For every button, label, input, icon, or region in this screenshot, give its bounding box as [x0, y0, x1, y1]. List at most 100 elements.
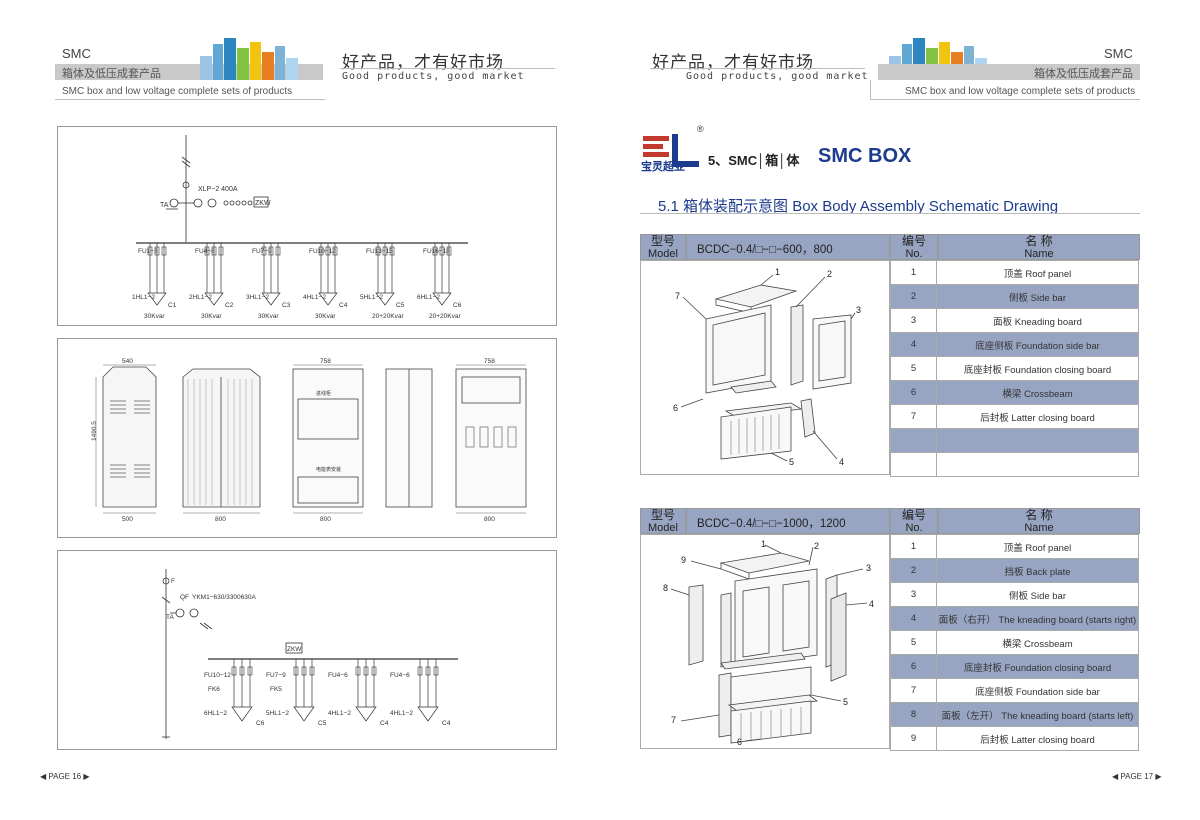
- part-name: 底座封板 Foundation closing board: [936, 356, 1139, 381]
- right-header-bracket: [870, 80, 1140, 100]
- part-number: [890, 452, 937, 477]
- c1-kvar-label: 30Kvar: [258, 313, 279, 320]
- section-title-cn: 5、SMC│箱│体: [708, 153, 800, 168]
- c1-cap-label: C1: [168, 302, 177, 309]
- callout-3: 3: [856, 305, 861, 315]
- t1-model-value-bg: [686, 234, 890, 260]
- c2-cap-label: C5: [318, 720, 327, 727]
- part-number: 7: [890, 404, 937, 429]
- part-number: 3: [890, 308, 937, 333]
- right-slogan-line: [650, 68, 865, 69]
- part-name: 侧板 Side bar: [936, 284, 1139, 309]
- dim-w3: 800: [215, 516, 226, 523]
- callout-3: 3: [866, 563, 871, 573]
- c1-switch: XLP−2 400A: [198, 186, 238, 193]
- part-name: 面板（右开） The kneading board (starts right): [936, 606, 1139, 631]
- part-name: [936, 428, 1139, 453]
- dim-w6: 758: [484, 358, 495, 365]
- c2-fu-label: FU4−6: [328, 672, 348, 679]
- part-name: [936, 452, 1139, 477]
- right-slogan-cn: 好产品，才有好市场: [652, 53, 814, 73]
- left-slogan-en: Good products, good market: [342, 71, 525, 82]
- callout-8: 8: [663, 583, 668, 593]
- dim-w1: 540: [122, 358, 133, 365]
- left-slogan-cn: 好产品，才有好市场: [342, 53, 504, 73]
- right-header-band: [878, 64, 1140, 80]
- left-header-bracket: [55, 80, 325, 100]
- c1-fu-label: FU1−3: [138, 248, 158, 255]
- callout-7: 7: [675, 291, 680, 301]
- right-sub-cn: 箱体及低压成套产品: [1034, 68, 1133, 80]
- part-number: 5: [890, 356, 937, 381]
- c2-cap-label: C4: [442, 720, 451, 727]
- c1-fu-label: FU13−15: [366, 248, 393, 255]
- dim-w7: 800: [484, 516, 495, 523]
- c2-cap-label: C6: [256, 720, 265, 727]
- left-slogan-line: [340, 68, 555, 69]
- part-number: 2: [890, 558, 937, 583]
- table-row: [890, 452, 1139, 477]
- left-sub-en: SMC box and low voltage complete sets of…: [62, 86, 293, 97]
- right-brand: SMC: [1104, 46, 1133, 61]
- dim-w4: 758: [320, 358, 331, 365]
- c1-kvar-label: 20+20Kvar: [429, 313, 461, 320]
- c2-cap-label: C4: [380, 720, 389, 727]
- c2-hl-label: 4HL1−2: [328, 710, 351, 717]
- part-number: 4: [890, 606, 937, 631]
- right-sub-en: SMC box and low voltage complete sets of…: [905, 86, 1136, 97]
- callout-5: 5: [789, 457, 794, 467]
- page-number-left: ◀ PAGE 16 ▶: [40, 772, 90, 781]
- c1-hl-label: 3HL1−2: [246, 294, 269, 301]
- c2-switch: YKM1−630/3300630A: [192, 594, 256, 601]
- part-number: 2: [890, 284, 937, 309]
- part-number: 3: [890, 582, 937, 607]
- t2-model-value: BCDC−0.4/□−□−1000，1200: [697, 518, 846, 530]
- callout-6: 6: [737, 737, 742, 747]
- registered-mark: ®: [697, 124, 704, 134]
- c1-cap-label: C3: [282, 302, 291, 309]
- callout-7: 7: [671, 715, 676, 725]
- c1-hl-label: 4HL1−2: [303, 294, 326, 301]
- part-number: 4: [890, 332, 937, 357]
- c1-fu-label: FU7−9: [252, 248, 272, 255]
- c1-kvar-label: 30Kvar: [315, 313, 336, 320]
- c1-cap-label: C5: [396, 302, 405, 309]
- c1-hl-label: 1HL1−2: [132, 294, 155, 301]
- c2-ta: TA: [166, 614, 174, 621]
- part-name: 底座封板 Foundation closing board: [936, 654, 1139, 679]
- c2-f: F: [171, 578, 175, 585]
- part-number: 9: [890, 726, 937, 751]
- c1-hl-label: 2HL1−2: [189, 294, 212, 301]
- subsection-title: 5.1 箱体装配示意图 Box Body Assembly Schematic …: [658, 198, 1059, 215]
- c1-hl-label: 6HL1−2: [417, 294, 440, 301]
- callout-9: 9: [681, 555, 686, 565]
- c1-zkw: ZKW: [255, 200, 271, 207]
- cabinet-drawings: 540 1490.5 500 800 758 进线柜 电能表安装 800 758…: [57, 338, 557, 538]
- c2-fu-label: FU7−9: [266, 672, 286, 679]
